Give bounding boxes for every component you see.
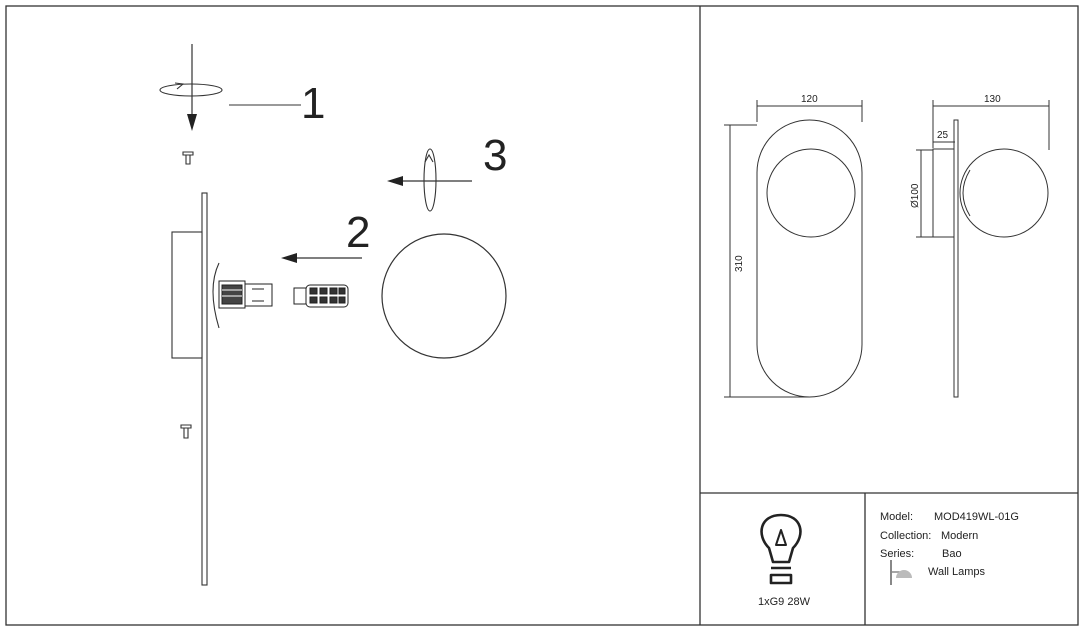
dim-height: 310 (734, 255, 745, 272)
canopy-base (171, 231, 203, 359)
product-info-panel: Model: MOD419WL-01G Collection: Modern S… (880, 511, 1019, 585)
category-value: Wall Lamps (928, 566, 986, 578)
bulb-spec-panel: 1xG9 28W (758, 513, 811, 608)
g9-bulb-icon (293, 284, 349, 308)
rotate-arrow-icon (159, 82, 223, 97)
step-2-label: 2 (346, 208, 370, 257)
lamp-holder (218, 280, 273, 309)
side-view (916, 100, 1050, 398)
shade-cap (212, 262, 220, 329)
bulb-spec-text: 1xG9 28W (758, 596, 811, 608)
series-label: Series: (880, 548, 914, 560)
collection-value: Modern (941, 530, 978, 542)
model-label: Model: (880, 511, 913, 523)
down-arrow-icon (187, 44, 197, 131)
front-view (724, 100, 863, 398)
bulb-icon (760, 513, 802, 585)
screw-icon (182, 151, 194, 165)
assembly-panel: 1 2 (159, 44, 507, 586)
arrow-left-icon (281, 253, 362, 263)
sheet-frame (5, 5, 1079, 626)
dim-width-side: 130 (984, 94, 1001, 105)
dimension-panel: 120 310 130 25 Ø100 (724, 94, 1050, 398)
wall-plate (201, 192, 208, 586)
rotate-arrow-icon (423, 148, 437, 212)
arrow-left-icon (387, 176, 472, 186)
dim-width-front: 120 (801, 94, 818, 105)
dim-globe-diameter: Ø100 (910, 183, 921, 208)
collection-label: Collection: (880, 530, 931, 542)
wall-lamp-icon (890, 560, 912, 585)
screw-icon (180, 424, 192, 439)
series-value: Bao (942, 548, 962, 560)
model-value: MOD419WL-01G (934, 511, 1019, 523)
step-1-label: 1 (301, 79, 325, 128)
glass-globe (381, 233, 507, 359)
step-3-label: 3 (483, 131, 507, 180)
dim-depth-base: 25 (937, 130, 949, 141)
